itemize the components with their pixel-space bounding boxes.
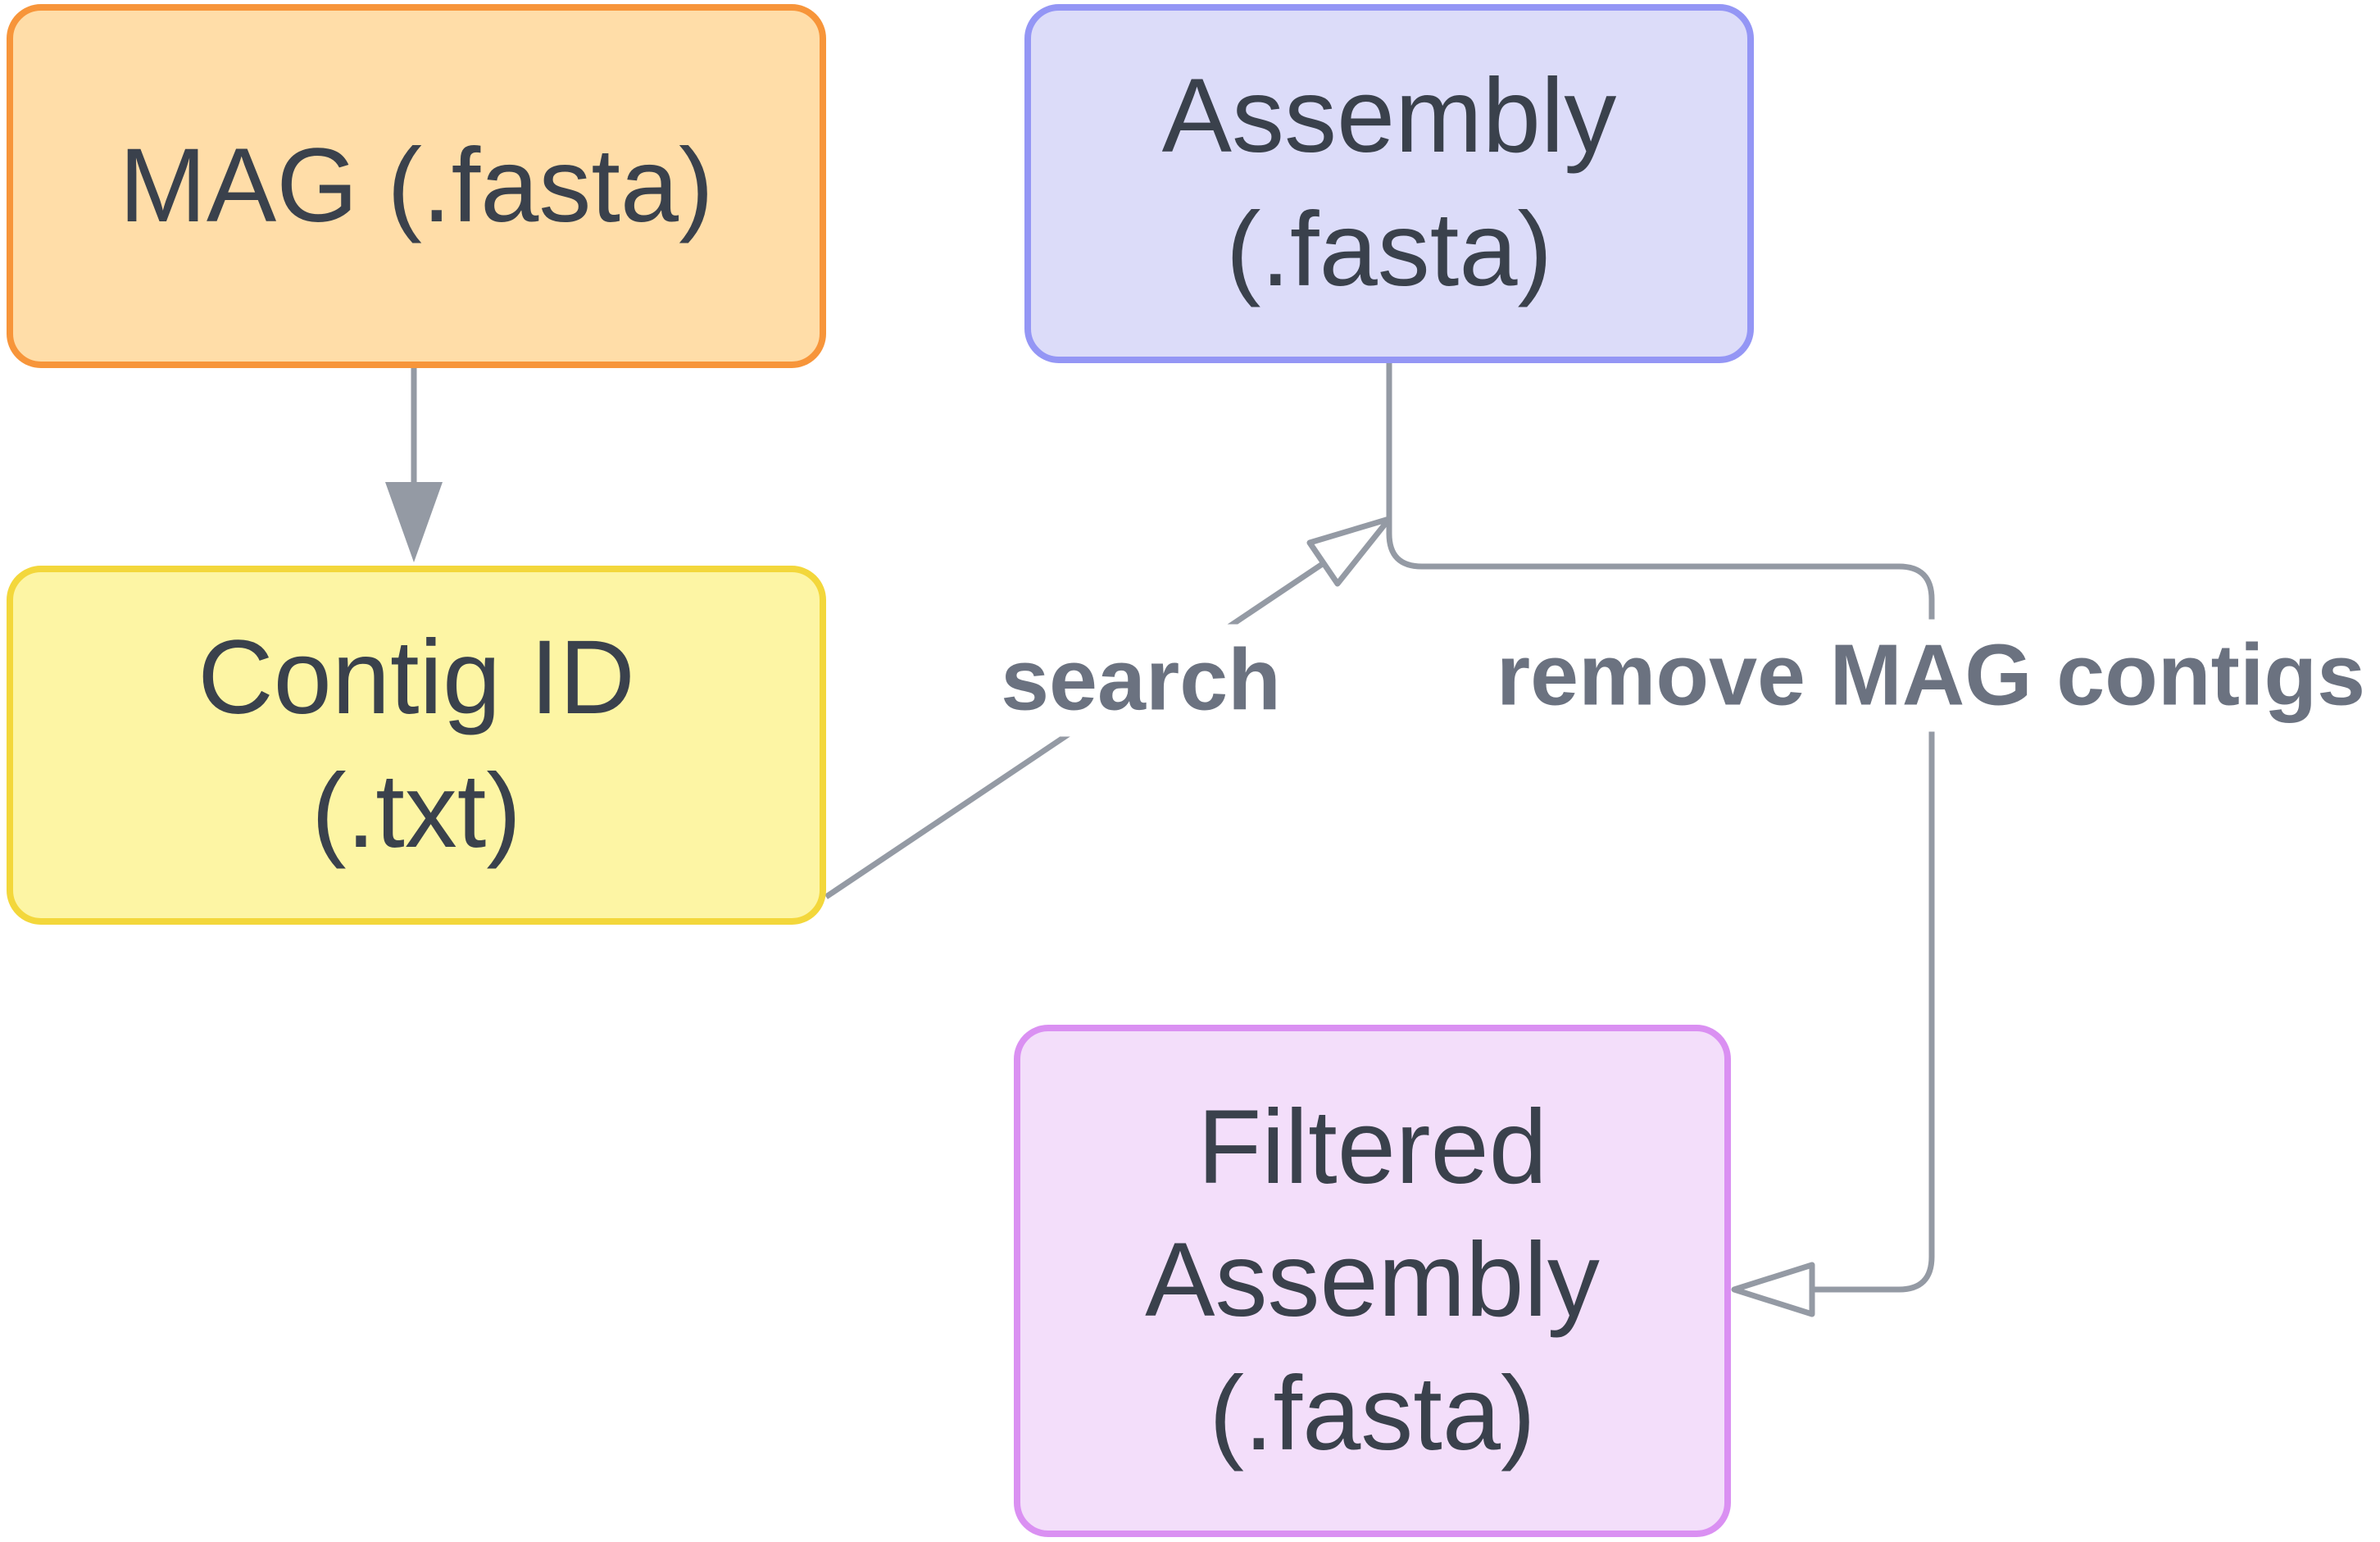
edge-assembly-to-filtered-assembly	[1386, 363, 1935, 1317]
node-label-line: Contig ID	[198, 619, 635, 737]
node-label-line: Assembly	[1145, 1221, 1600, 1340]
edge-label-remove-mag-contigs: remove MAG contigs	[1483, 619, 2379, 732]
node-mag-fasta: MAG (.fasta)	[7, 4, 826, 368]
node-label-line: (.fasta)	[1225, 191, 1553, 308]
node-label-line: Filtered	[1197, 1088, 1547, 1206]
node-filtered-assembly-fasta: Filtered Assembly (.fasta)	[1014, 1025, 1731, 1537]
edge-mag-to-contig-id	[385, 368, 443, 562]
node-assembly-fasta: Assembly (.fasta)	[1024, 4, 1754, 363]
open-arrowhead-icon	[1731, 1262, 1815, 1317]
filled-arrowhead-icon	[385, 482, 443, 562]
node-label-line: (.fasta)	[1209, 1354, 1536, 1472]
node-label-line: (.txt)	[311, 753, 521, 870]
open-arrowhead-icon	[1306, 516, 1392, 587]
node-label-line: Assembly	[1161, 57, 1617, 175]
node-label-line: MAG (.fasta)	[119, 126, 714, 244]
edge-label-search: search	[988, 624, 1294, 737]
node-contig-id-txt: Contig ID (.txt)	[7, 566, 826, 925]
